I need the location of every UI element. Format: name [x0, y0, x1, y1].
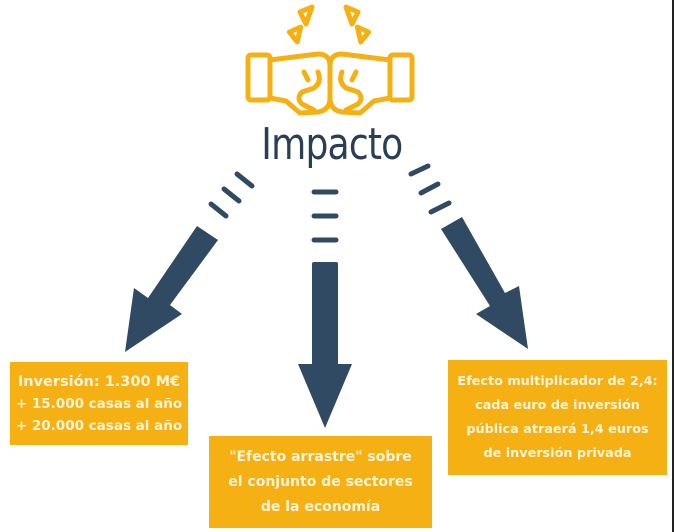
box-efecto-arrastre: "Efecto arrastre" sobre el conjunto de s…	[209, 436, 432, 528]
arrow-down	[298, 262, 352, 428]
box-inversion: Inversión: 1.300 M€ + 15.000 casas al añ…	[10, 362, 188, 445]
center-dash-marks	[311, 189, 339, 243]
box-line: Inversión: 1.300 M€	[17, 373, 181, 390]
diagram-title: Impacto	[261, 119, 403, 170]
box-line: el conjunto de sectores	[228, 473, 413, 490]
left-dash-marks	[208, 171, 255, 219]
arrow-down-right	[441, 217, 528, 349]
box-line: pública atraerá 1,4 euros	[466, 421, 649, 437]
fist-bump-icon	[245, 4, 415, 116]
box-line: + 20.000 casas al año	[15, 417, 183, 434]
right-dash-marks	[408, 163, 452, 215]
arrow-down-left	[125, 226, 218, 352]
box-line: "Efecto arrastre" sobre	[229, 448, 412, 465]
box-line: Efecto multiplicador de 2,4:	[457, 373, 658, 389]
box-line: + 15.000 casas al año	[15, 395, 183, 412]
box-line: de la economía	[260, 498, 381, 515]
image-right-border	[672, 0, 674, 532]
box-efecto-multiplicador: Efecto multiplicador de 2,4: cada euro d…	[448, 360, 667, 475]
box-line: de inversión privada	[483, 445, 632, 461]
box-line: cada euro de inversión	[475, 397, 640, 413]
